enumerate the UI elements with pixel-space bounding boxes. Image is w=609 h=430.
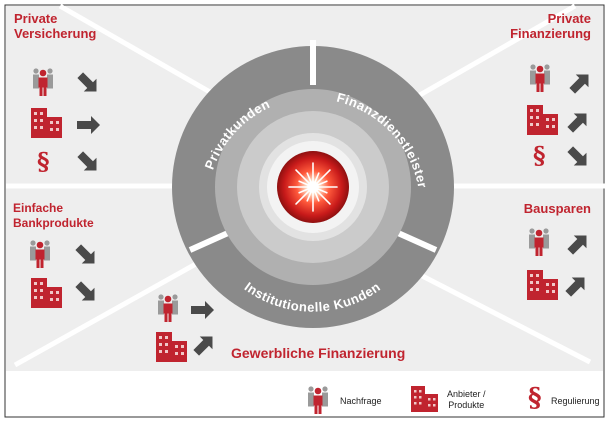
burst-ray [314, 188, 331, 205]
burst-ray [314, 169, 331, 186]
arrow-up-right [567, 113, 587, 133]
arrow-right [77, 116, 100, 134]
legend-label-nachfrage: Nachfrage [340, 396, 382, 406]
people-icon [530, 64, 550, 92]
ring-gap-right [396, 230, 438, 253]
panel-title-private-versicherung: Private Versicherung [14, 11, 97, 41]
arrow-right [191, 301, 214, 319]
people-icon [30, 240, 50, 268]
building-icon [156, 332, 187, 362]
building-icons [31, 105, 558, 412]
legend-label-regulierung: Regulierung [551, 396, 600, 406]
building-icon [31, 278, 62, 308]
outer-frame [4, 4, 605, 418]
arrow-up-right [569, 74, 589, 94]
burst-ray [295, 188, 312, 205]
diagonal-separator-bottom-right [393, 259, 592, 365]
people-icon [529, 228, 549, 256]
arrow-down-right [75, 281, 95, 301]
panel-title-bausparen: Bausparen [523, 201, 591, 216]
arrow-down-right [77, 151, 97, 171]
burst-center [307, 181, 319, 193]
legend-paragraph-icon: § [528, 383, 542, 413]
building-icon [527, 105, 558, 135]
paragraph-icon: § [533, 141, 546, 170]
diagonal-separator-bottom-left [13, 243, 230, 368]
legend-building-icon [411, 386, 438, 412]
building-icon [527, 270, 558, 300]
legend-label-anbieter: Anbieter / Produkte [447, 389, 486, 410]
arrow-up-right [565, 277, 585, 297]
ring-segment-gaps [188, 40, 438, 253]
burst-ray [295, 169, 312, 186]
people-icon [158, 294, 178, 322]
legend-people-icon [308, 386, 328, 414]
panel-title-gewerbliche-finanzierung: Gewerbliche Finanzierung [231, 345, 406, 361]
arrow-up-right [567, 235, 587, 255]
arrow-up-right [193, 336, 213, 356]
arrows [75, 72, 589, 356]
people-icons [30, 64, 550, 414]
panel-title-private-finanzierung: Private Finanzierung [510, 11, 591, 41]
ring-gap-left [188, 230, 230, 253]
arrow-down-right [567, 146, 587, 166]
panel-title-einfache-bankprodukte: Einfache Bankprodukte [13, 201, 94, 230]
center-burst-rays [288, 162, 338, 212]
building-icon [31, 108, 62, 138]
people-icon [33, 68, 53, 96]
arrow-down-right [77, 72, 97, 92]
arrow-down-right [75, 244, 95, 264]
paragraph-icon: § [37, 147, 50, 176]
